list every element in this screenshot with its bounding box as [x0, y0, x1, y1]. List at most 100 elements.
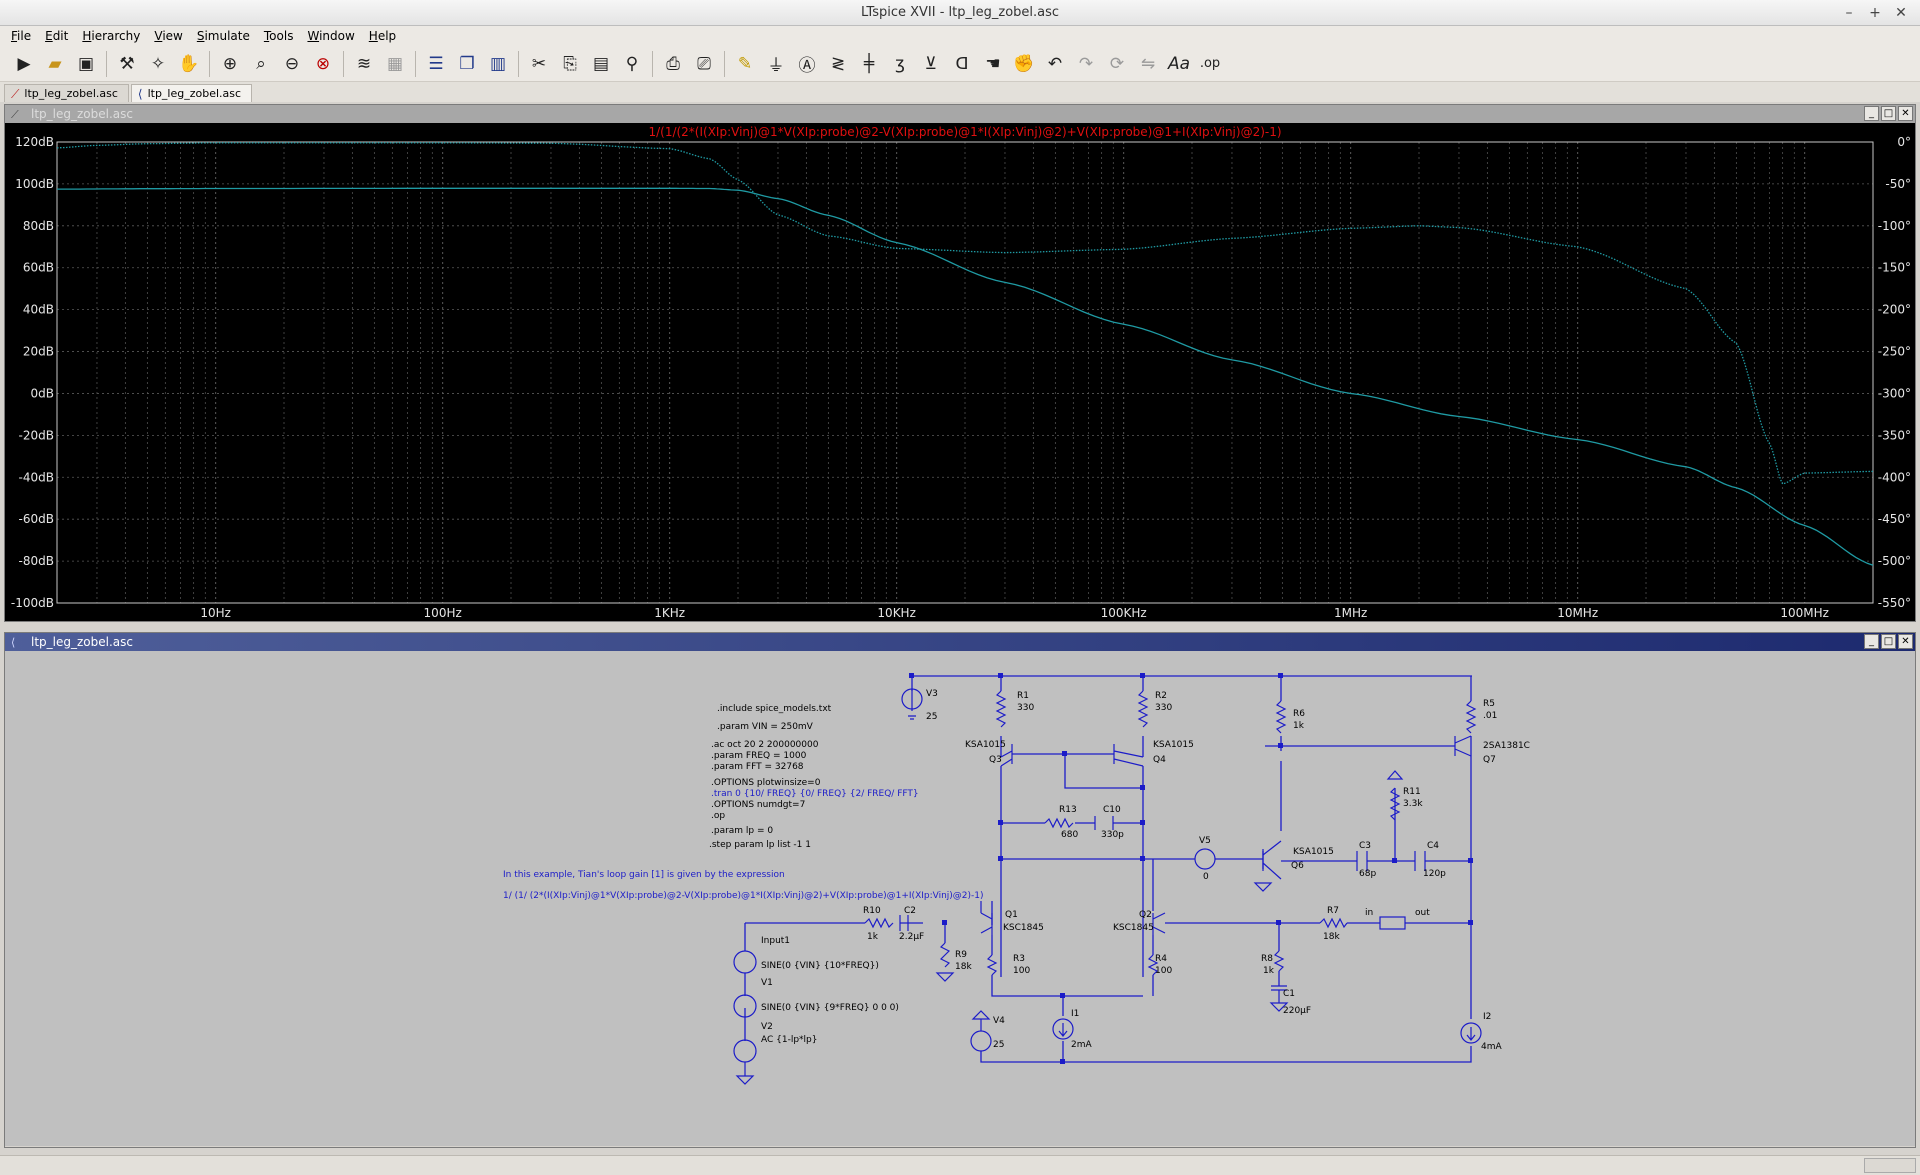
open-icon[interactable]: ▰: [48, 53, 62, 74]
print-icon[interactable]: ⎙: [666, 53, 680, 74]
cut-icon[interactable]: ✂: [531, 53, 547, 74]
menu-edit[interactable]: Edit: [45, 29, 69, 43]
minimize-button[interactable]: _: [1864, 634, 1879, 649]
directive[interactable]: .include spice_models.txt: [717, 704, 832, 714]
grid-icon[interactable]: ▦: [386, 53, 404, 74]
value-c1[interactable]: 220µF: [1283, 1006, 1311, 1016]
value-v3[interactable]: 25: [926, 712, 937, 722]
spice-directive-icon[interactable]: .op: [1199, 56, 1221, 71]
tile-horizontal-icon[interactable]: ☰: [428, 53, 444, 74]
value-i2[interactable]: 4mA: [1481, 1042, 1502, 1052]
cascade-icon[interactable]: ❐: [459, 53, 475, 74]
undo-icon[interactable]: ↶: [1047, 53, 1063, 74]
inductor-icon[interactable]: ʒ: [895, 53, 905, 74]
maximize-button[interactable]: □: [1881, 106, 1896, 121]
schematic-canvas[interactable]: .include spice_models.txt .param VIN = 2…: [5, 651, 1915, 1146]
label-r8[interactable]: R8: [1261, 954, 1273, 964]
resistor-icon[interactable]: ≷: [830, 53, 846, 74]
close-window-button[interactable]: ✕: [1895, 5, 1907, 21]
minimize-button[interactable]: _: [1864, 106, 1879, 121]
paste-icon[interactable]: ▤: [592, 53, 610, 74]
value-r4[interactable]: 100: [1155, 966, 1172, 976]
label-r5[interactable]: R5: [1483, 699, 1495, 709]
port-out[interactable]: out: [1415, 908, 1430, 918]
menu-view[interactable]: View: [154, 29, 183, 43]
schematic-comment[interactable]: 1/ (1/ (2*(I(XIp:Vinj)@1*V(XIp:probe)@2-…: [503, 891, 984, 901]
menu-file[interactable]: File: [11, 29, 32, 43]
run-icon[interactable]: ▶: [17, 53, 31, 74]
redo-icon[interactable]: ↷: [1078, 53, 1094, 74]
label-q3[interactable]: Q3: [989, 755, 1002, 765]
label-r2[interactable]: R2: [1155, 691, 1167, 701]
menu-tools[interactable]: Tools: [263, 29, 294, 43]
tab-waveform[interactable]: ⟋ ltp_leg_zobel.asc: [4, 84, 129, 102]
component-icon[interactable]: ᗡ: [955, 53, 969, 74]
label-net-icon[interactable]: Ⓐ: [798, 56, 816, 76]
label-q6[interactable]: Q6: [1291, 861, 1304, 871]
find-icon[interactable]: ⚲: [625, 53, 639, 74]
label-v5[interactable]: V5: [1199, 836, 1211, 846]
schematic-comment[interactable]: In this example, Tian's loop gain [1] is…: [503, 870, 785, 880]
label-q4[interactable]: Q4: [1153, 755, 1166, 765]
directive[interactable]: .OPTIONS plotwinsize=0: [711, 778, 821, 788]
label-q7[interactable]: Q7: [1483, 755, 1496, 765]
ground-icon[interactable]: ⏚: [767, 56, 785, 76]
value-c4[interactable]: 120p: [1423, 869, 1446, 879]
value-v1[interactable]: SINE(0 {VIN} {9*FREQ} 0 0 0): [761, 1003, 899, 1013]
label-v2[interactable]: V2: [761, 1022, 773, 1032]
label-c4[interactable]: C4: [1427, 841, 1439, 851]
capacitor-icon[interactable]: ╪: [863, 53, 875, 74]
directive[interactable]: .ac oct 20 2 200000000: [711, 740, 819, 750]
value-r2[interactable]: 330: [1155, 703, 1172, 713]
value-r9[interactable]: 18k: [955, 962, 972, 972]
directive[interactable]: .OPTIONS numdgt=7: [711, 800, 805, 810]
value-r8[interactable]: 1k: [1263, 966, 1275, 976]
label-i2[interactable]: I2: [1483, 1012, 1491, 1022]
model-q2[interactable]: KSC1845: [1113, 923, 1154, 933]
model-q3[interactable]: KSA1015: [965, 740, 1006, 750]
pause-icon[interactable]: ✋: [178, 53, 200, 74]
menu-simulate[interactable]: Simulate: [196, 29, 250, 43]
autorange-icon[interactable]: ≋: [356, 53, 372, 74]
halt-icon[interactable]: ✧: [150, 53, 166, 74]
copy-icon[interactable]: ⎘: [563, 53, 577, 74]
directive[interactable]: .step param lp list -1 1: [709, 840, 811, 850]
tab-schematic[interactable]: ⟨ ltp_leg_zobel.asc: [130, 84, 253, 102]
value-c2[interactable]: 2.2µF: [899, 932, 924, 942]
schematic-drawing[interactable]: .include spice_models.txt .param VIN = 2…: [5, 651, 1915, 1146]
zoom-in-icon[interactable]: ⊕: [222, 53, 238, 74]
maximize-button[interactable]: +: [1869, 5, 1881, 21]
directive[interactable]: .tran 0 {10/ FREQ} {0/ FREQ} {2/ FREQ/ F…: [711, 789, 919, 799]
label-r4[interactable]: R4: [1155, 954, 1167, 964]
value-v5[interactable]: 0: [1203, 872, 1209, 882]
close-button[interactable]: ✕: [1898, 634, 1913, 649]
label-input1[interactable]: Input1: [761, 936, 790, 946]
model-q1[interactable]: KSC1845: [1003, 923, 1044, 933]
model-q6[interactable]: KSA1015: [1293, 847, 1334, 857]
menu-help[interactable]: Help: [368, 29, 397, 43]
value-r10[interactable]: 1k: [867, 932, 879, 942]
directive[interactable]: .param lp = 0: [711, 826, 773, 836]
directive[interactable]: .param FREQ = 1000: [711, 751, 807, 761]
label-r9[interactable]: R9: [955, 950, 967, 960]
directive[interactable]: .param FFT = 32768: [711, 762, 804, 772]
menu-hierarchy[interactable]: Hierarchy: [82, 29, 141, 43]
value-r6[interactable]: 1k: [1293, 721, 1305, 731]
model-q7[interactable]: 2SA1381C: [1483, 741, 1530, 751]
mirror-icon[interactable]: ⇋: [1140, 53, 1156, 74]
value-v2[interactable]: AC {1-lp*lp}: [761, 1035, 818, 1045]
value-r3[interactable]: 100: [1013, 966, 1030, 976]
label-c3[interactable]: C3: [1359, 841, 1371, 851]
pan-icon[interactable]: ⌕: [256, 53, 266, 74]
drag-icon[interactable]: ✊: [1013, 53, 1035, 74]
value-i1[interactable]: 2mA: [1071, 1040, 1092, 1050]
diode-icon[interactable]: ⊻: [924, 53, 938, 74]
value-r13[interactable]: 680: [1061, 830, 1078, 840]
close-button[interactable]: ✕: [1898, 106, 1913, 121]
label-r7[interactable]: R7: [1327, 906, 1339, 916]
value-c10[interactable]: 330p: [1101, 830, 1124, 840]
value-r11[interactable]: 3.3k: [1403, 799, 1423, 809]
label-c10[interactable]: C10: [1103, 805, 1121, 815]
trace-expression[interactable]: 1/(1/(2*(I(XIp:Vinj)@1*V(XIp:probe)@2-V(…: [648, 125, 1281, 139]
draw-wire-icon[interactable]: ✎: [737, 53, 753, 74]
